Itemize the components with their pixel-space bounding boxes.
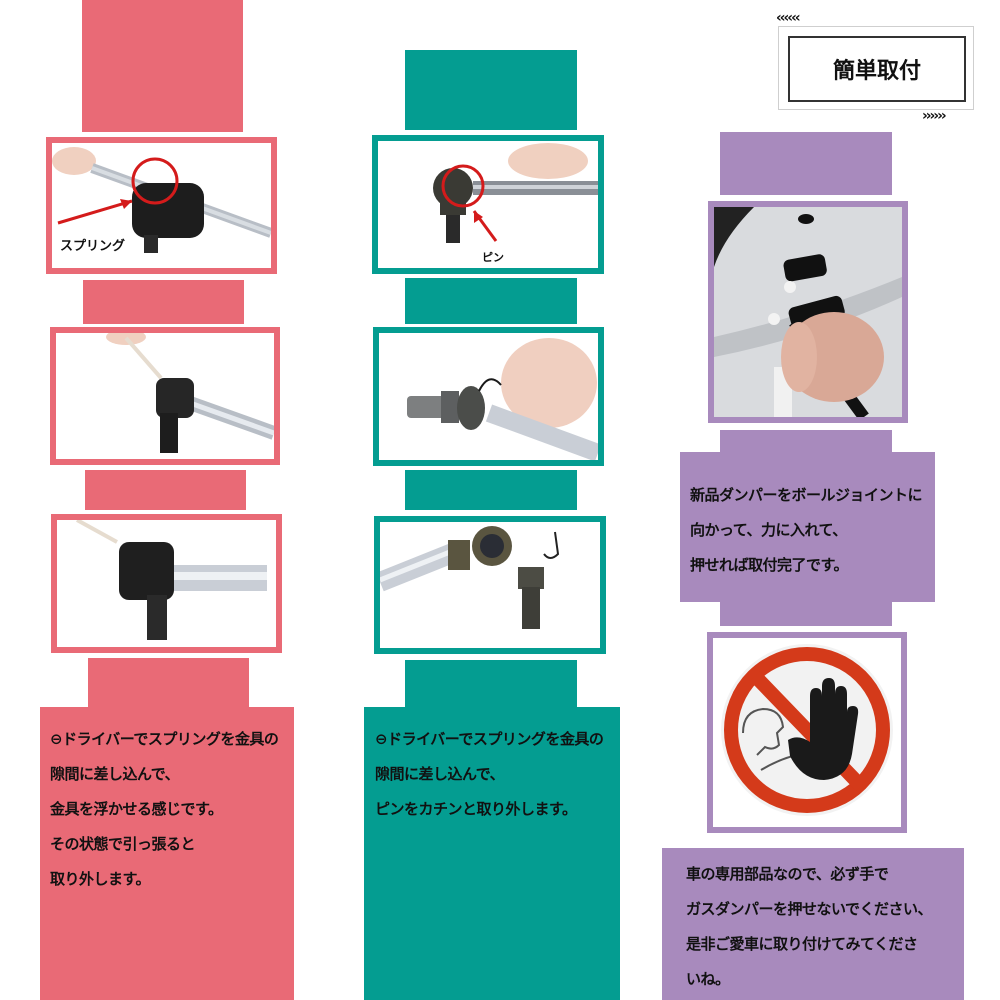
pin-caption: ピン <box>482 251 504 264</box>
warning-line: 車の専用部品なので、必ず手で <box>686 865 889 883</box>
instruction-line: 取り外します。 <box>50 870 151 888</box>
photo-screwdriver-lifting <box>50 327 280 465</box>
pin-closeup-illustration <box>378 141 598 268</box>
pink-connector <box>88 658 249 710</box>
instruction-line: 向かって、力に入れて、 <box>690 521 847 539</box>
teal-connector <box>405 470 577 510</box>
instruction-line: 新品ダンパーをボールジョイントに <box>690 486 923 504</box>
installation-instructions: 新品ダンパーをボールジョイントに 向かって、力に入れて、 押せれば取付完了です。 <box>690 478 930 583</box>
purple-connector <box>720 600 892 626</box>
instruction-line: ピンをカチンと取り外します。 <box>375 800 577 818</box>
spring-caption: スプリング <box>60 239 126 254</box>
photo-pulling-pin <box>373 327 604 466</box>
photo-spring-closeup: スプリング <box>46 137 277 274</box>
photo-socket-bolt-separated <box>374 516 606 654</box>
pink-connector <box>83 280 244 324</box>
pink-text-panel <box>40 707 294 1000</box>
badge-label: 簡単取付 <box>832 59 921 84</box>
warning-text: 車の専用部品なので、必ず手で ガスダンパーを押せないでください、 是非ご愛車に取… <box>686 857 956 997</box>
photo-prohibition-sign <box>707 632 907 833</box>
installing-damper-illustration <box>714 207 902 417</box>
instruction-line: 隙間に差し込んで、 <box>375 765 505 783</box>
instruction-line: 押せれば取付完了です。 <box>690 556 849 574</box>
pin-removal-instructions: ⊖ドライバーでスプリングを金具の 隙間に差し込んで、 ピンをカチンと取り外します… <box>375 722 615 827</box>
purple-warning-panel <box>662 848 964 1000</box>
warning-line: 是非ご愛車に取り付けてみてくださ <box>686 935 918 953</box>
instruction-line: 金具を浮かせる感じです。 <box>50 800 223 818</box>
warning-line: ガスダンパーを押せないでください、 <box>686 900 933 918</box>
teal-connector <box>405 660 577 710</box>
pink-connector-top <box>82 0 243 132</box>
teal-connector-top <box>405 50 577 130</box>
right-chevrons-icon: ›››››› <box>922 108 947 124</box>
teal-text-panel <box>364 707 620 1000</box>
ball-joint-illustration <box>57 520 276 647</box>
instruction-line: ⊖ドライバーでスプリングを金具の <box>50 730 279 748</box>
photo-pin-closeup: ピン <box>372 135 604 274</box>
photo-installing-damper <box>708 201 908 423</box>
teal-connector <box>405 278 577 324</box>
easy-install-badge: 簡単取付 <box>788 36 966 102</box>
spring-clip-illustration <box>52 143 271 268</box>
instruction-line: ⊖ドライバーでスプリングを金具の <box>375 730 604 748</box>
left-chevrons-icon: ‹‹‹‹‹‹ <box>776 10 801 26</box>
pink-connector <box>85 470 246 510</box>
spring-removal-instructions: ⊖ドライバーでスプリングを金具の 隙間に差し込んで、 金具を浮かせる感じです。 … <box>50 722 290 897</box>
instruction-line: その状態で引っ張ると <box>50 835 196 853</box>
purple-connector <box>720 430 892 456</box>
socket-bolt-illustration <box>380 522 600 648</box>
photo-ball-joint-detached <box>51 514 282 653</box>
warning-line: いね。 <box>686 970 730 988</box>
instruction-line: 隙間に差し込んで、 <box>50 765 180 783</box>
prohibition-hand-icon <box>713 638 901 827</box>
purple-install-panel <box>680 452 935 602</box>
pulling-pin-illustration <box>379 333 598 460</box>
purple-connector-top <box>720 132 892 195</box>
screwdriver-lifting-illustration <box>56 333 274 459</box>
